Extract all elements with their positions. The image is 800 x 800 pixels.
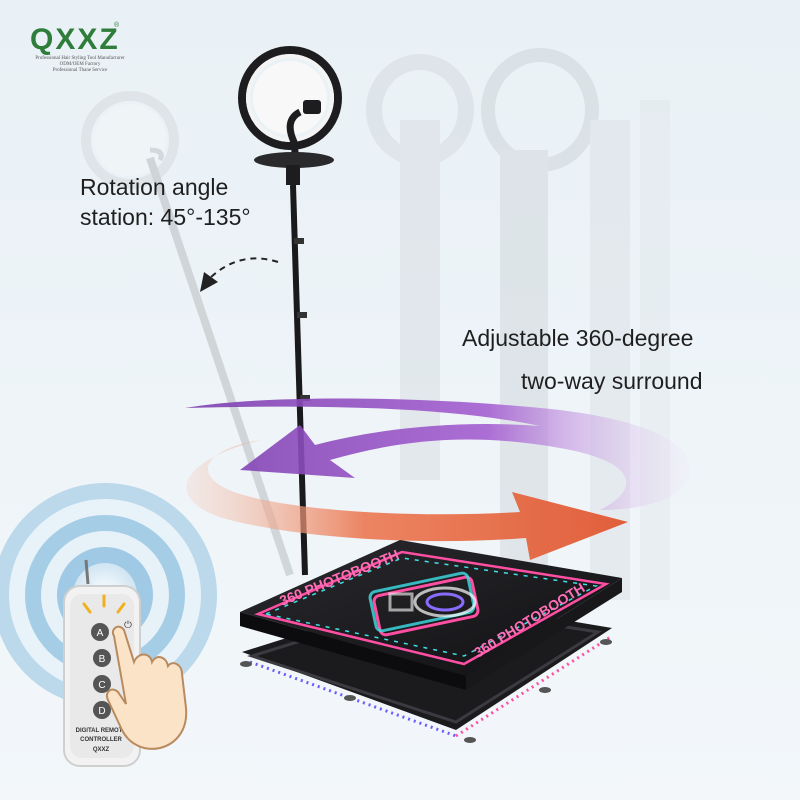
svg-text:D: D <box>98 706 105 717</box>
brand-logo: QXXZ ® Professional Hair Styling Tool Ma… <box>30 22 140 84</box>
remote-label-1: DIGITAL REMOTE <box>76 728 127 734</box>
ghost-stands <box>366 48 670 600</box>
adjustable-caption-line-1: Adjustable 360-degree <box>462 325 694 351</box>
ring-light-stand <box>238 46 342 576</box>
rotation-angle-caption: Rotation angle station: 45°-135° <box>80 172 251 232</box>
hand-icon <box>106 625 188 750</box>
brand-tagline-1: Professional Hair Styling Tool Manufactu… <box>35 56 125 61</box>
rotation-caption-line-1: Rotation angle <box>80 174 229 200</box>
brand-tagline-3: Professional Thane Service <box>52 68 108 73</box>
purple-rotation-arrow <box>185 398 690 510</box>
svg-text:C: C <box>98 680 105 691</box>
photobooth-platform: 360 PHOTOBOOTH 360 PHOTOBOOTH <box>240 540 622 743</box>
remote-label-2: CONTROLLER <box>80 737 122 743</box>
remote-button-c: C <box>93 675 111 693</box>
rotation-angle-arrow <box>200 257 279 292</box>
remote-label-3: QXXZ <box>93 747 110 753</box>
orange-rotation-arrow <box>186 440 629 560</box>
remote-button-a: A <box>91 623 109 641</box>
svg-text:B: B <box>99 654 106 665</box>
remote-button-b: B <box>93 649 111 667</box>
registered-mark: ® <box>114 22 120 29</box>
rotation-caption-line-2: station: 45°-135° <box>80 204 251 230</box>
brand-name: QXXZ <box>30 23 120 56</box>
brand-tagline-2: ODM/OEM Factory <box>59 62 101 67</box>
power-icon: ⏻ <box>124 620 132 631</box>
adjustable-caption-line-2: two-way surround <box>521 368 703 394</box>
svg-text:A: A <box>97 628 104 639</box>
remote-button-d: D <box>93 701 111 719</box>
